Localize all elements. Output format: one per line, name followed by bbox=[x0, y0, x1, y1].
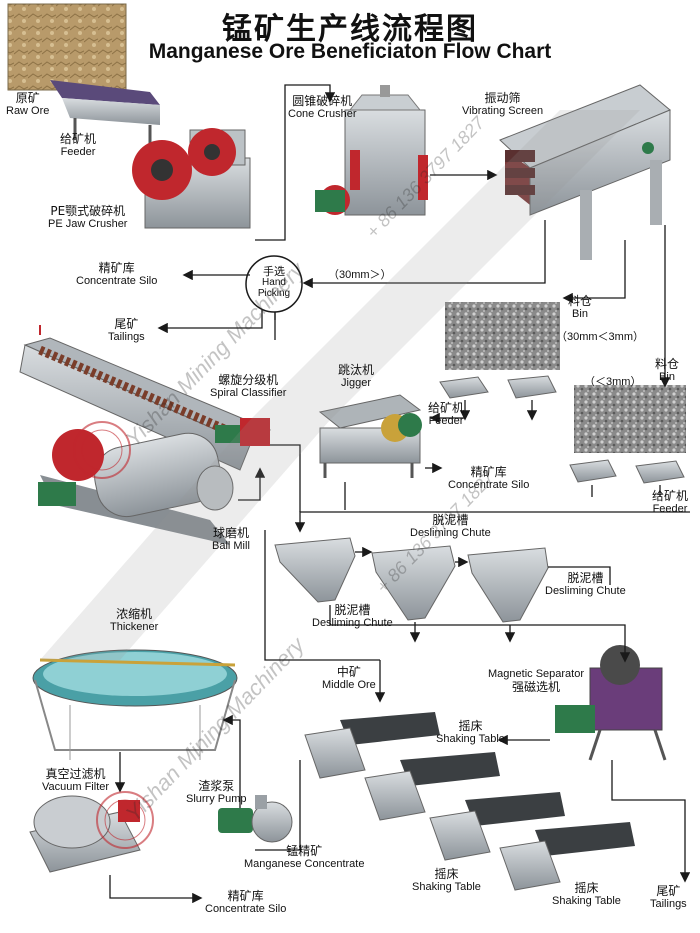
desliming-chute-3-machine bbox=[467, 547, 549, 623]
shaking-table-machines bbox=[304, 712, 635, 891]
note-size-30-3: （30mm＜3mm） bbox=[556, 331, 645, 343]
bin-1-gravel bbox=[445, 302, 560, 370]
title-english: Manganese Ore Beneficiaton Flow Chart bbox=[148, 40, 552, 63]
feeder-2-machines bbox=[439, 375, 557, 399]
note-size-gt-30: （30mm＞） bbox=[328, 269, 392, 281]
cone-crusher-machine bbox=[315, 85, 428, 216]
label-hand-picking: 手选 Hand Picking bbox=[257, 265, 291, 299]
flow-lines bbox=[109, 84, 691, 904]
desliming-chute-1-machine bbox=[274, 537, 356, 603]
title-chinese: 锰矿生产线流程图 bbox=[222, 12, 478, 47]
slurry-pump-machine bbox=[218, 795, 293, 843]
note-size-lt-3: （＜3mm） bbox=[584, 376, 642, 388]
feeder-3-machines bbox=[569, 459, 685, 484]
desliming-chute-2-machine bbox=[371, 545, 456, 621]
hand-picking-node bbox=[245, 255, 303, 313]
ball-mill-machine bbox=[38, 429, 234, 545]
magnetic-separator-machine bbox=[555, 645, 667, 761]
bin-2-gravel bbox=[574, 385, 686, 453]
vibrating-screen-machine bbox=[499, 84, 671, 260]
jaw-crusher-machine bbox=[132, 128, 251, 229]
watermark-band bbox=[40, 110, 640, 660]
feeder-1-machine bbox=[50, 80, 160, 145]
thickener-machine bbox=[32, 649, 238, 760]
mountain-stamp-1 bbox=[73, 421, 131, 479]
jigger-machine bbox=[318, 394, 422, 478]
vacuum-filter-machine bbox=[29, 795, 141, 873]
mountain-stamp-2 bbox=[96, 791, 154, 849]
raw-ore-image bbox=[7, 3, 127, 91]
